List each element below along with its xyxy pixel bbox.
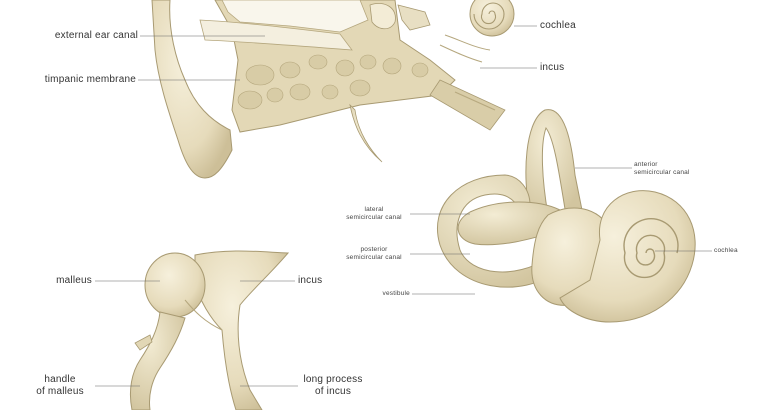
label-vestibule: vestibule [382,290,410,297]
ear-cross-section [151,0,515,179]
label-posterior-canal: posterior semicircular canal [338,246,410,261]
label-handle-line2: of malleus [36,386,84,397]
label-incus-bottom: incus [298,275,323,286]
ossicles-detail [129,250,290,410]
middle-ear-cavity [221,0,369,33]
cochlea-top-spiral [469,0,515,37]
ear-canal [199,19,353,51]
label-long-process-of-incus: long process of incus [298,374,368,398]
leader-lines [95,25,712,387]
lateral-canal [457,201,563,246]
malleus-head [144,252,206,318]
label-lateral-canal-line2: semicircular canal [346,213,402,221]
label-incus-top: incus [540,62,565,73]
label-posterior-canal-line2: semicircular canal [346,253,402,261]
label-handle-of-malleus: handle of malleus [28,374,92,398]
label-anterior-canal: anterior semicircular canal [634,161,690,176]
ossicles-section [369,3,396,30]
label-anterior-canal-line2: semicircular canal [634,168,690,176]
eustachian-tube [429,79,506,131]
label-lateral-canal-line1: lateral [364,206,384,213]
styloid-process [349,103,383,163]
label-posterior-canal-line1: posterior [360,246,388,253]
malleus-handle [129,311,186,410]
label-external-ear-canal: external ear canal [54,30,138,41]
cochlea-right-spiral [559,190,696,323]
inner-ear-labyrinth [437,109,696,323]
label-timpanic-membrane: timpanic membrane [44,74,136,85]
label-malleus: malleus [56,275,92,286]
label-lateral-canal: lateral semicircular canal [338,206,410,221]
label-long-process-line2: of incus [314,386,352,397]
label-anterior-canal-line1: anterior [634,161,658,168]
label-cochlea-top: cochlea [540,20,576,31]
label-cochlea-right: cochlea [714,247,738,254]
label-long-process-line1: long process [303,374,363,385]
anterior-canal [525,109,583,216]
label-handle-line1: handle [44,374,76,385]
pinna [151,0,233,179]
